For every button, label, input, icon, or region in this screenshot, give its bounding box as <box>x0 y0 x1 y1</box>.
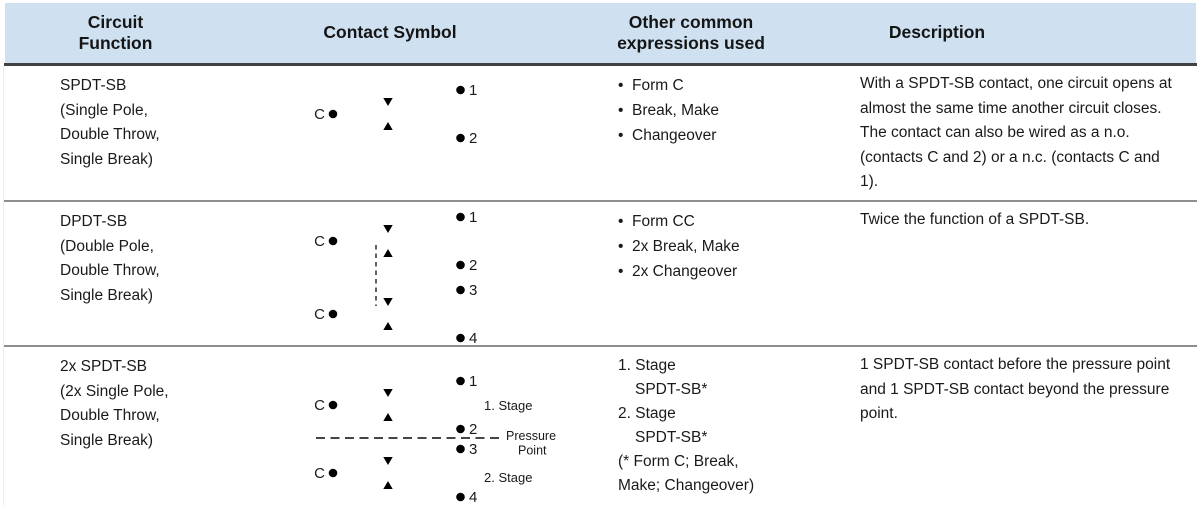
two-stage-spdt-sb-symbol-icon: C C 1 2 3 4 1. Stage Pressure Point 2. S… <box>314 373 556 506</box>
expression-text: Changeover <box>632 127 717 144</box>
circuit-function-cell: DPDT-SB (Double Pole, Double Throw, Sing… <box>60 213 160 304</box>
description-cell: Twice the function of a SPDT-SB. <box>860 211 1090 228</box>
header-contact-symbol: Contact Symbol <box>323 22 457 43</box>
terminal-label-1: 1 <box>469 373 477 390</box>
expression-item: • Form C <box>618 73 850 98</box>
terminal-label-2: 2 <box>469 421 477 438</box>
expression-item: • 2x Changeover <box>618 259 850 284</box>
circuit-function-cell: SPDT-SB (Single Pole, Double Throw, Sing… <box>60 77 160 168</box>
pressure-point-label-line2: Point <box>518 444 547 458</box>
terminal-label-c1: C <box>314 233 325 250</box>
table-row-dpdt-sb: DPDT-SB (Double Pole, Double Throw, Sing… <box>4 200 1197 347</box>
expression-line: SPDT-SB* <box>635 429 708 446</box>
expression-item: • Form CC <box>618 209 850 234</box>
bullet-glyph: • <box>618 213 624 230</box>
expression-line: 2. Stage <box>618 405 676 422</box>
table-body: SPDT-SB (Single Pole, Double Throw, Sing… <box>4 63 1197 512</box>
expression-item: • 2x Break, Make <box>618 234 850 259</box>
terminal-label-c: C <box>314 106 325 123</box>
switch-unit-1 <box>328 212 465 270</box>
stage2-label: 2. Stage <box>484 470 532 485</box>
terminal-label-c2: C <box>314 306 325 323</box>
expression-text: Break, Make <box>632 102 720 119</box>
spdt-sb-symbol-icon: C 1 2 <box>314 82 477 147</box>
expression-text: 2x Changeover <box>632 263 738 280</box>
terminal-label-4: 4 <box>469 330 477 345</box>
expression-text: Form C <box>632 77 684 94</box>
expression-line: SPDT-SB* <box>635 381 708 398</box>
switch-unit-2 <box>328 285 465 343</box>
switch-unit <box>328 85 465 143</box>
table-row-spdt-sb: SPDT-SB (Single Pole, Double Throw, Sing… <box>4 66 1197 200</box>
dpdt-sb-symbol-icon: C C 1 2 3 4 <box>314 209 477 347</box>
header-circuit-function: Circuit Function <box>78 11 153 54</box>
expression-item: • Break, Make <box>618 98 850 123</box>
stage1-label: 1. Stage <box>484 398 532 413</box>
expressions-cell: • Form C • Break, Make • Changeover <box>600 66 850 200</box>
expressions-cell: • Form CC • 2x Break, Make • 2x Changeover <box>600 202 850 350</box>
terminal-label-2: 2 <box>469 257 477 274</box>
terminal-label-1: 1 <box>469 82 477 99</box>
description-cell: 1 SPDT-SB contact before the pressure po… <box>860 356 1171 422</box>
expressions-cell: 1. Stage SPDT-SB* 2. Stage SPDT-SB* (* F… <box>600 347 850 512</box>
description-cell: With a SPDT-SB contact, one circuit open… <box>860 75 1172 190</box>
expression-line: Make; Changeover) <box>618 477 755 494</box>
switch-unit-stage2 <box>328 444 465 502</box>
bullet-glyph: • <box>618 77 624 94</box>
terminal-label-c1: C <box>314 397 325 414</box>
terminal-label-4: 4 <box>469 489 477 506</box>
terminal-label-c2: C <box>314 465 325 482</box>
expression-item: • Changeover <box>618 123 850 148</box>
bullet-glyph: • <box>618 102 624 119</box>
header-description: Description <box>888 22 986 43</box>
switch-unit-stage1 <box>328 376 465 434</box>
terminal-label-1: 1 <box>469 209 477 226</box>
table-row-2x-spdt-sb: 2x SPDT-SB (2x Single Pole, Double Throw… <box>4 345 1197 512</box>
contact-symbol-cell: C C 1 2 3 4 1. Stage Pressure Point 2. S… <box>300 347 600 512</box>
terminal-label-3: 3 <box>469 282 477 299</box>
bullet-glyph: • <box>618 263 624 280</box>
bullet-glyph: • <box>618 127 624 144</box>
terminal-label-3: 3 <box>469 441 477 458</box>
expression-line: 1. Stage <box>618 357 676 374</box>
table-left-border <box>3 66 4 506</box>
bullet-glyph: • <box>618 238 624 255</box>
circuit-function-cell: 2x SPDT-SB (2x Single Pole, Double Throw… <box>60 358 169 449</box>
expression-line: (* Form C; Break, <box>618 453 739 470</box>
expression-text: 2x Break, Make <box>632 238 740 255</box>
contact-symbol-cell: C C 1 2 3 4 <box>300 202 600 350</box>
table-header: Circuit Function Contact Symbol Other co… <box>5 3 1196 63</box>
pressure-point-label-line1: Pressure <box>506 429 556 443</box>
expression-text: Form CC <box>632 213 695 230</box>
terminal-label-2: 2 <box>469 130 477 147</box>
header-other-expressions: Other common expressions used <box>617 11 765 54</box>
contact-symbol-cell: C 1 2 <box>300 66 600 200</box>
